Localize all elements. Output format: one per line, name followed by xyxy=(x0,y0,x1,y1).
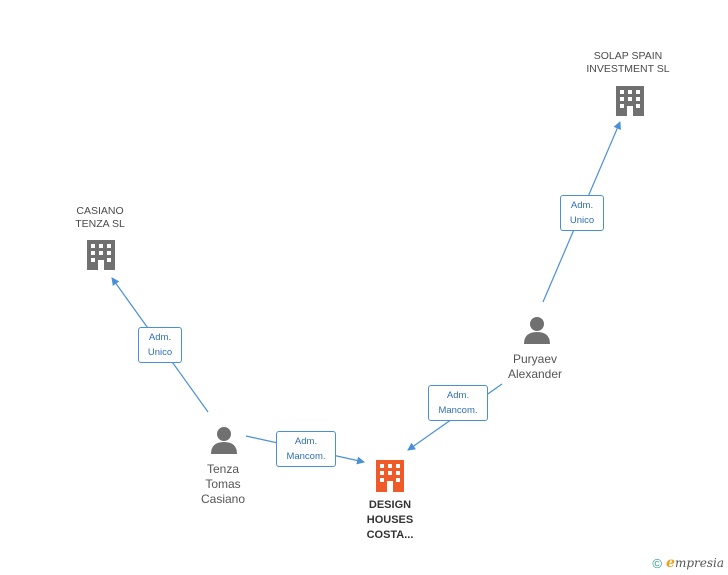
node-label-puryaev[interactable]: Puryaev Alexander xyxy=(507,352,563,381)
building-icon[interactable] xyxy=(87,240,115,270)
edge-label-tenza-design: Adm. Mancom. xyxy=(276,431,336,467)
person-icon[interactable] xyxy=(211,427,237,454)
building-icon[interactable] xyxy=(376,460,404,492)
node-label-tenza[interactable]: Tenza Tomas Casiano xyxy=(200,462,246,506)
building-icon[interactable] xyxy=(616,86,644,116)
node-label-casiano[interactable]: CASIANO TENZA SL xyxy=(75,205,125,230)
edge-label-tenza-casiano: Adm. Unico xyxy=(138,327,182,363)
edge-label-role: Adm. xyxy=(294,436,318,447)
person-icon[interactable] xyxy=(524,317,550,344)
edge-label-role: Adm. xyxy=(570,200,594,211)
edge-label-role: Adm. xyxy=(446,390,470,401)
edge-label-type: Unico xyxy=(569,215,595,226)
empresia-logo[interactable]: empresia xyxy=(666,555,724,571)
node-label-solap[interactable]: SOLAP SPAIN INVESTMENT SL xyxy=(586,50,670,75)
edge-label-puryaev-design: Adm. Mancom. xyxy=(428,385,488,421)
edge-label-type: Mancom. xyxy=(438,405,478,416)
copyright-footer: © empresia xyxy=(652,555,724,571)
edge-label-role: Adm. xyxy=(148,332,172,343)
edge-label-type: Unico xyxy=(147,347,173,358)
copyright-icon: © xyxy=(652,555,663,571)
edge-label-type: Mancom. xyxy=(286,451,326,462)
edge-label-puryaev-solap: Adm. Unico xyxy=(560,195,604,231)
node-label-design[interactable]: DESIGN HOUSES COSTA... xyxy=(366,499,414,541)
